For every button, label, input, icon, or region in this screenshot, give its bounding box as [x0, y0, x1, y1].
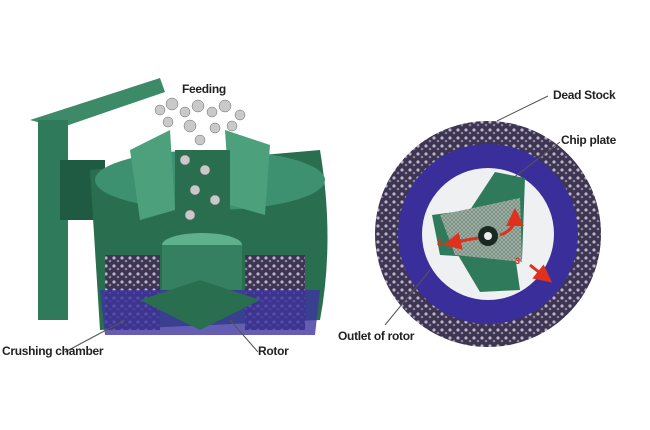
arrow-1	[499, 208, 524, 237]
label-chip-plate: Chip plate	[561, 133, 617, 147]
feed-stones	[154, 97, 246, 221]
label-rotor: Rotor	[258, 344, 289, 358]
label-crushing-chamber: Crushing chamber	[2, 344, 104, 358]
label-dead-stock: Dead Stock	[553, 88, 616, 102]
rotor-top-view	[375, 95, 601, 347]
label-feeding: Feeding	[182, 82, 226, 96]
arrow-3	[529, 263, 553, 283]
flow-step-2: 2	[437, 237, 442, 247]
vsi-crusher-cutaway	[30, 78, 328, 353]
lever-arm	[30, 78, 165, 128]
label-outlet-of-rotor: Outlet of rotor	[338, 329, 415, 343]
flow-step-1: 1	[515, 211, 520, 221]
flow-step-3: 3	[515, 256, 520, 266]
arrow-2	[443, 232, 479, 250]
